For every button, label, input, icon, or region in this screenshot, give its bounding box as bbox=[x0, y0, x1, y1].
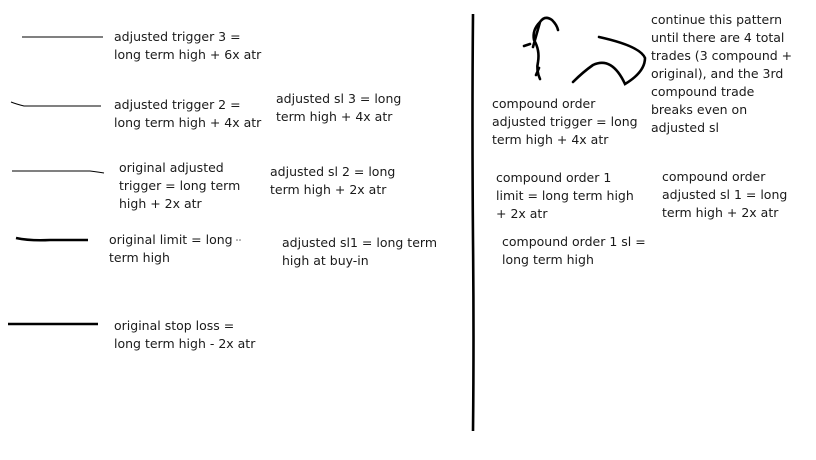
orig-limit-line bbox=[15, 236, 88, 242]
pattern-note: continue this pattern until there are 4 … bbox=[651, 12, 793, 135]
orig-trigger-line bbox=[12, 170, 105, 174]
compound-sl-label: compound order 1 sl = long term high bbox=[502, 234, 646, 267]
compound-limit-label: compound order 1 limit = long term high … bbox=[496, 170, 634, 221]
sl3-label: adjusted sl 3 = long term high + 4x atr bbox=[276, 91, 402, 124]
squiggle-stroke bbox=[522, 16, 560, 81]
sl2-label: adjusted sl 2 = long term high + 2x atr bbox=[270, 164, 396, 197]
sl1-label: adjusted sl1 = long term high at buy-in bbox=[282, 235, 437, 268]
orig-trigger-label: original adjusted trigger = long term hi… bbox=[119, 160, 241, 211]
trigger2-line bbox=[10, 101, 101, 107]
trigger2-label: adjusted trigger 2 = long term high + 4x… bbox=[114, 97, 262, 130]
orig-sl-label: original stop loss = long term high - 2x… bbox=[114, 318, 256, 351]
compound-trigger-label: compound order adjusted trigger = long t… bbox=[492, 96, 638, 147]
orig-limit-label: original limit = long term high bbox=[109, 232, 233, 265]
compound-adjusted-sl-label: compound order adjusted sl 1 = long term… bbox=[662, 169, 788, 220]
divider-line bbox=[471, 13, 475, 432]
curved-arrow-stroke bbox=[571, 35, 647, 86]
trigger3-label: adjusted trigger 3 = long term high + 6x… bbox=[114, 29, 262, 62]
